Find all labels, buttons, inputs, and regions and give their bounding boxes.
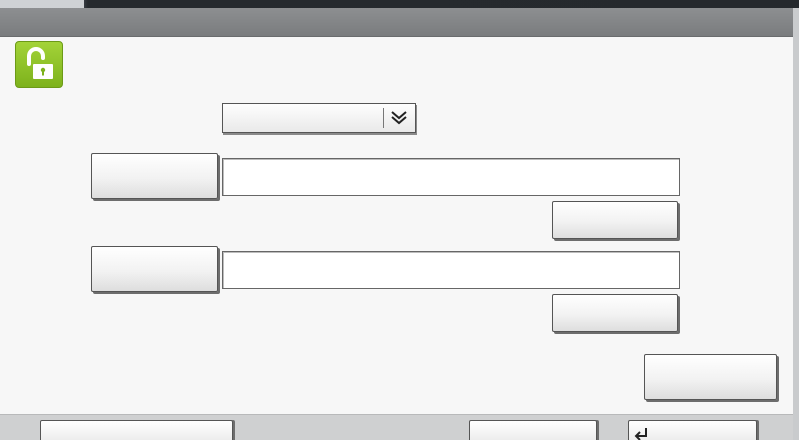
row1-sub-button[interactable]	[552, 201, 678, 239]
top-status-tab	[0, 0, 84, 9]
enter-return-icon	[634, 427, 650, 440]
top-status-strip	[0, 0, 799, 9]
footer-mid-button[interactable]	[469, 420, 597, 440]
row1-text-field[interactable]	[222, 158, 680, 196]
dropdown-divider	[383, 108, 384, 128]
double-chevron-down-icon	[388, 108, 410, 133]
bottom-bar	[0, 414, 793, 440]
selector-dropdown[interactable]	[222, 103, 416, 133]
unlocked-padlock-icon	[15, 41, 63, 88]
row2-label-button[interactable]	[91, 246, 218, 292]
row1-label-button[interactable]	[91, 153, 218, 199]
row2-sub-button[interactable]	[552, 294, 678, 332]
dialog-panel	[0, 8, 799, 440]
side-action-button[interactable]	[644, 354, 777, 400]
row2-text-field[interactable]	[222, 251, 680, 289]
footer-left-button[interactable]	[40, 420, 233, 440]
footer-ok-button[interactable]	[628, 420, 757, 440]
title-bar	[0, 8, 793, 37]
